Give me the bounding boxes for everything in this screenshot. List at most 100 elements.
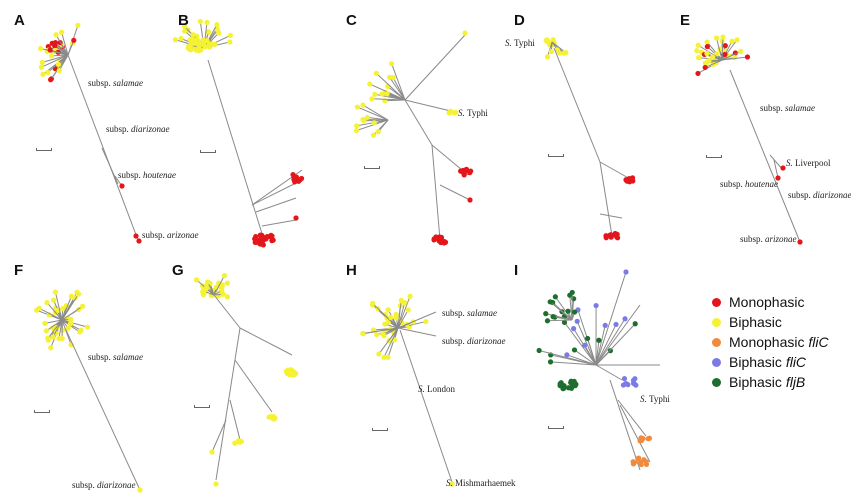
- tree-tip: [602, 322, 608, 328]
- tree-tip: [629, 175, 636, 181]
- tree-branch: [431, 144, 441, 241]
- tree-branch: [356, 119, 389, 131]
- panel-letter-i: I: [514, 262, 519, 279]
- tree-tip: [190, 32, 196, 38]
- tree-tip: [364, 114, 370, 121]
- tree-tip: [65, 325, 71, 331]
- tree-tip: [704, 43, 710, 50]
- tree-tip: [46, 312, 52, 318]
- tree-branch: [554, 296, 573, 321]
- legend-item-monophasic: Monophasic: [712, 292, 829, 312]
- tree-tip: [68, 316, 74, 323]
- tree-tip: [582, 342, 588, 348]
- tree-branch: [553, 47, 601, 163]
- tree-branch: [67, 54, 139, 241]
- tree-branch: [599, 213, 623, 219]
- tree-tip: [550, 314, 556, 320]
- tree-tip: [621, 376, 628, 382]
- tree-branch: [704, 59, 723, 68]
- tree-tip: [565, 308, 571, 314]
- tree-branch: [404, 34, 466, 101]
- tree-tip: [593, 302, 599, 309]
- tree-tip: [393, 315, 400, 321]
- tree-tip: [695, 42, 701, 48]
- tree-tip: [283, 368, 289, 374]
- scale-bar-b: [200, 150, 216, 153]
- legend-swatch: [712, 317, 721, 327]
- tree-tip: [462, 30, 468, 36]
- tree-tip: [623, 269, 629, 275]
- tree-tip: [172, 37, 179, 43]
- tree-tip: [259, 232, 265, 238]
- tree-tip: [271, 415, 277, 421]
- tree-branch: [61, 319, 88, 328]
- tree-branch: [58, 54, 69, 71]
- tree-tip: [738, 48, 744, 55]
- tree-branch: [67, 40, 75, 56]
- tree-branch: [101, 147, 119, 185]
- tree-branch: [399, 329, 453, 483]
- tree-tip: [554, 47, 560, 53]
- tree-tip: [704, 39, 710, 45]
- tree-tip: [547, 359, 554, 365]
- tree-tip: [367, 81, 373, 87]
- tree-branch: [213, 294, 241, 329]
- tree-tip: [360, 330, 366, 337]
- label-a-houtenae: subsp. houtenae: [118, 170, 177, 180]
- tree-tip: [561, 383, 567, 389]
- tree-branch: [599, 161, 613, 237]
- tree-tip: [214, 27, 221, 33]
- tree-tip: [744, 54, 751, 60]
- tree-branch: [404, 99, 433, 146]
- tree-branch: [397, 300, 402, 329]
- scale-bar-f: [34, 410, 50, 413]
- tree-tip: [371, 120, 377, 126]
- tree-branch: [207, 59, 265, 241]
- tree-branch: [587, 338, 597, 366]
- tree-branch: [61, 32, 69, 56]
- tree-branch: [52, 319, 63, 338]
- legend-swatch: [712, 337, 721, 347]
- tree-tip: [376, 351, 382, 357]
- tree-tip: [45, 335, 51, 341]
- legend-item-biphasic: Biphasic: [712, 312, 829, 332]
- tree-tip: [354, 123, 360, 129]
- tree-branch: [721, 37, 724, 61]
- tree-tip: [695, 70, 701, 77]
- tree-branch: [391, 63, 406, 101]
- tree-tip: [196, 48, 202, 54]
- tree-tip: [568, 380, 574, 386]
- tree-tip: [384, 91, 390, 97]
- tree-tip: [67, 321, 74, 327]
- tree-tip: [52, 289, 59, 295]
- tree-tip: [224, 280, 231, 286]
- tree-tip: [464, 167, 470, 173]
- tree-branch: [229, 399, 241, 441]
- tree-tip: [79, 303, 86, 309]
- tree-tip: [205, 29, 212, 35]
- panel-letter-f: F: [14, 262, 24, 279]
- tree-branch: [50, 49, 69, 56]
- tree-tip: [381, 333, 387, 339]
- tree-branch: [773, 159, 779, 179]
- tree-tip: [567, 292, 573, 298]
- tree-branch: [47, 319, 63, 339]
- label-f-salamae: subsp. salamae: [88, 352, 144, 362]
- tree-tip: [227, 39, 233, 45]
- tree-tip: [702, 64, 708, 71]
- tree-tip: [565, 385, 572, 391]
- tree-tip: [200, 37, 206, 43]
- tree-tip: [204, 19, 210, 26]
- tree-branch: [697, 44, 723, 61]
- tree-tip: [398, 297, 404, 304]
- tree-branch: [553, 316, 573, 321]
- tree-branch: [376, 72, 406, 101]
- tree-branch: [239, 327, 293, 356]
- tree-branch: [550, 361, 597, 366]
- panel-letter-a: A: [14, 12, 25, 29]
- tree-tip: [630, 459, 636, 465]
- tree-branch: [397, 327, 437, 337]
- tree-tip: [182, 23, 188, 30]
- label-h-mishmarhaemek: S. Mishmarhaemek: [446, 478, 516, 488]
